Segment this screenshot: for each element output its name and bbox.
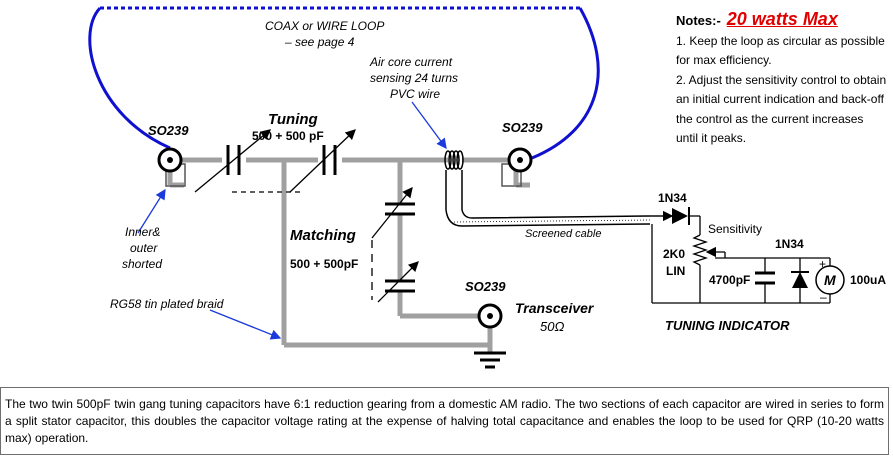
- diode-1n34-shunt: [792, 272, 808, 288]
- tuning-capacitor-right: [322, 145, 337, 175]
- note-2-line-3: the control as the current increases: [676, 111, 864, 126]
- note-1-line-1: 1. Keep the loop as circular as possible: [676, 33, 885, 48]
- meter-letter: M: [824, 272, 836, 288]
- diode-2-label: 1N34: [775, 237, 804, 251]
- matching-value-label: 500 + 500pF: [290, 257, 358, 271]
- detector-circuit: [650, 215, 831, 304]
- so239-left-label: SO239: [148, 123, 189, 138]
- tuning-indicator-label: TUNING INDICATOR: [665, 318, 790, 333]
- tuning-label: Tuning: [268, 111, 318, 128]
- note-2-line-1: 2. Adjust the sensitivity control to obt…: [676, 72, 887, 87]
- matching-capacitor: [385, 202, 415, 293]
- air-core-label-1: Air core current: [369, 55, 453, 69]
- circuit-diagram: COAX or WIRE LOOP – see page 4 Air core …: [88, 6, 886, 369]
- current-sensing-coil: [444, 150, 464, 210]
- diode-1-label: 1N34: [658, 191, 687, 205]
- pot-value-2: LIN: [666, 264, 685, 278]
- so239-right-label: SO239: [502, 120, 543, 135]
- matching-label: Matching: [290, 227, 356, 244]
- inner-label-2: outer: [130, 241, 158, 255]
- max-power-label: 20 watts Max: [726, 9, 838, 29]
- transceiver-label: Transceiver: [515, 300, 595, 316]
- inner-label-1: Inner&: [125, 225, 160, 239]
- capacitor-4700pf: [755, 271, 775, 285]
- screened-cable: [461, 209, 651, 219]
- note-2-line-2: an initial current indication and back-o…: [676, 92, 884, 106]
- note-1-line-2: for max efficiency.: [676, 53, 772, 67]
- pot-value-1: 2K0: [663, 247, 685, 261]
- rg58-label: RG58 tin plated braid: [110, 297, 224, 311]
- notes-heading-row: Notes:- 20 watts Max: [676, 9, 891, 32]
- notes-heading: Notes:-: [676, 13, 721, 28]
- tuning-capacitor-left: [226, 145, 241, 175]
- meter-minus: –: [820, 290, 827, 304]
- air-core-label-3: PVC wire: [390, 87, 440, 101]
- caption-text: The two twin 500pF twin gang tuning capa…: [0, 387, 889, 455]
- so239-bottom-connector: [477, 303, 503, 329]
- so239-bottom-label: SO239: [465, 279, 506, 294]
- cap-value-label: 4700pF: [709, 273, 750, 287]
- coax-loop-label: COAX or WIRE LOOP: [265, 19, 384, 33]
- inner-outer-arrow: [137, 188, 166, 234]
- inner-label-3: shorted: [122, 257, 162, 271]
- screened-cable-label: Screened cable: [525, 228, 601, 240]
- loop-antenna-right: [531, 7, 600, 160]
- so239-right-connector: [507, 147, 533, 173]
- meter-100ua: [815, 265, 845, 295]
- note-2-line-4: until it peaks.: [676, 131, 747, 145]
- so239-left-connector: [157, 147, 183, 173]
- meter-value-label: 100uA: [850, 273, 886, 287]
- loop-antenna: [88, 6, 171, 150]
- tuning-value-label: 500 + 500 pF: [252, 129, 324, 143]
- diode-1n34-top: [672, 208, 688, 224]
- wiring: [167, 157, 530, 352]
- air-core-arrow: [411, 101, 447, 150]
- ground-symbol: [474, 351, 506, 369]
- see-page-label: – see page 4: [284, 35, 355, 49]
- air-core-label-2: sensing 24 turns: [370, 71, 458, 85]
- rg58-arrow: [209, 309, 282, 340]
- transceiver-ohms-label: 50Ω: [540, 319, 564, 334]
- notes-panel: Notes:- 20 watts Max 1. Keep the loop as …: [676, 9, 891, 149]
- sensitivity-label: Sensitivity: [708, 222, 762, 236]
- meter-plus: +: [819, 257, 826, 271]
